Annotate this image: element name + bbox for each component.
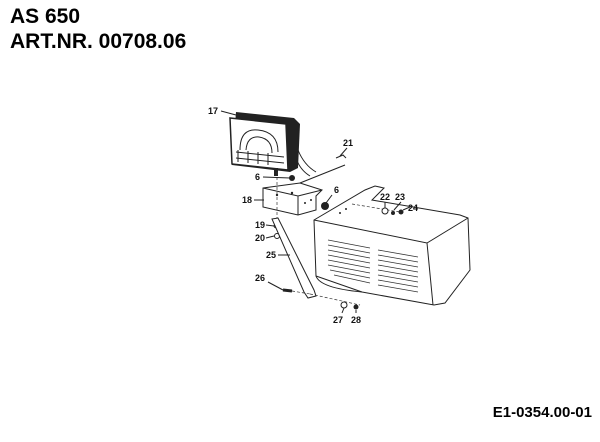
nut-6b — [321, 202, 329, 210]
model-title: AS 650 — [10, 5, 81, 28]
callout-19: 19 — [255, 220, 265, 230]
callout-22: 22 — [380, 192, 390, 202]
support-arm — [271, 217, 317, 299]
callout-26: 26 — [255, 273, 265, 283]
washer-27 — [340, 301, 348, 309]
nut-24 — [398, 209, 404, 215]
washer-22 — [381, 207, 389, 215]
nut-28 — [353, 304, 359, 310]
callout-17: 17 — [208, 106, 218, 116]
lamp-bracket — [262, 164, 346, 216]
bolt-26 — [282, 288, 293, 293]
callout-6b: 6 — [334, 185, 339, 195]
article-number: ART.NR. 00708.06 — [10, 30, 187, 53]
nut-6 — [289, 175, 295, 181]
callout-20: 20 — [255, 233, 265, 243]
callout-18: 18 — [242, 195, 252, 205]
callout-23: 23 — [395, 192, 405, 202]
lamp-housing — [313, 185, 471, 306]
callout-6: 6 — [255, 172, 260, 182]
work-lamp — [229, 112, 317, 177]
callout-25: 25 — [266, 250, 276, 260]
washer-23 — [391, 211, 395, 215]
callout-24: 24 — [408, 203, 418, 213]
callout-21: 21 — [343, 138, 353, 148]
drawing-code: E1-0354.00-01 — [492, 404, 592, 421]
bolt-21 — [335, 154, 347, 159]
callout-27: 27 — [333, 315, 343, 325]
callout-28: 28 — [351, 315, 361, 325]
